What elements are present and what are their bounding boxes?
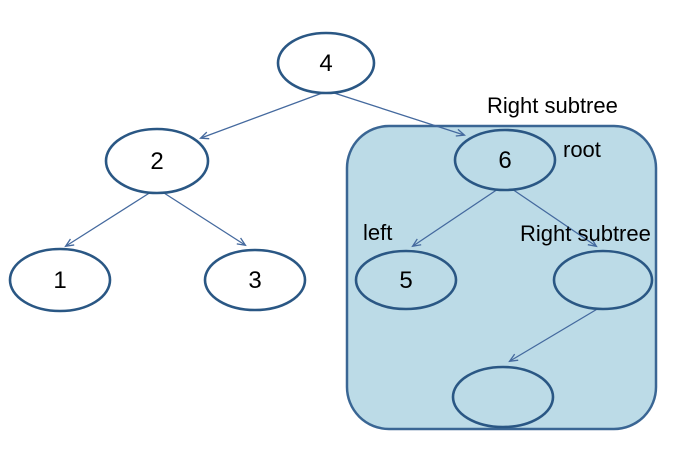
node-2-label: 2 [150, 148, 163, 175]
edge-2-to-1 [64, 191, 152, 248]
tree-node-3 [203, 248, 307, 312]
tree-node-5 [354, 249, 458, 311]
root-label: root [563, 137, 601, 162]
node-3-label: 3 [248, 267, 261, 294]
tree-node-right-grandchild-empty [451, 365, 555, 429]
tree-node-4 [276, 31, 376, 95]
node-1-label: 1 [53, 267, 66, 294]
node-4-label: 4 [319, 50, 332, 77]
edge-4-to-6 [330, 91, 467, 137]
left-label: left [363, 220, 392, 245]
edge-4-to-2 [199, 91, 326, 140]
tree-node-right-child-empty [552, 249, 654, 311]
tree-node-6 [453, 128, 557, 192]
edge-right-child-to-grandchild [508, 307, 600, 363]
node-6-label: 6 [498, 147, 511, 174]
edge-6-to-5 [411, 188, 499, 248]
node-5-label: 5 [399, 267, 412, 294]
right-subtree-inner-label: Right subtree [520, 221, 651, 246]
edge-2-to-3 [163, 192, 247, 247]
right-subtree-region [345, 124, 658, 431]
tree-node-1 [8, 247, 112, 313]
right-subtree-outer-label: Right subtree [487, 93, 618, 118]
tree-node-2 [104, 127, 210, 195]
edge-6-to-right-child [511, 188, 598, 248]
